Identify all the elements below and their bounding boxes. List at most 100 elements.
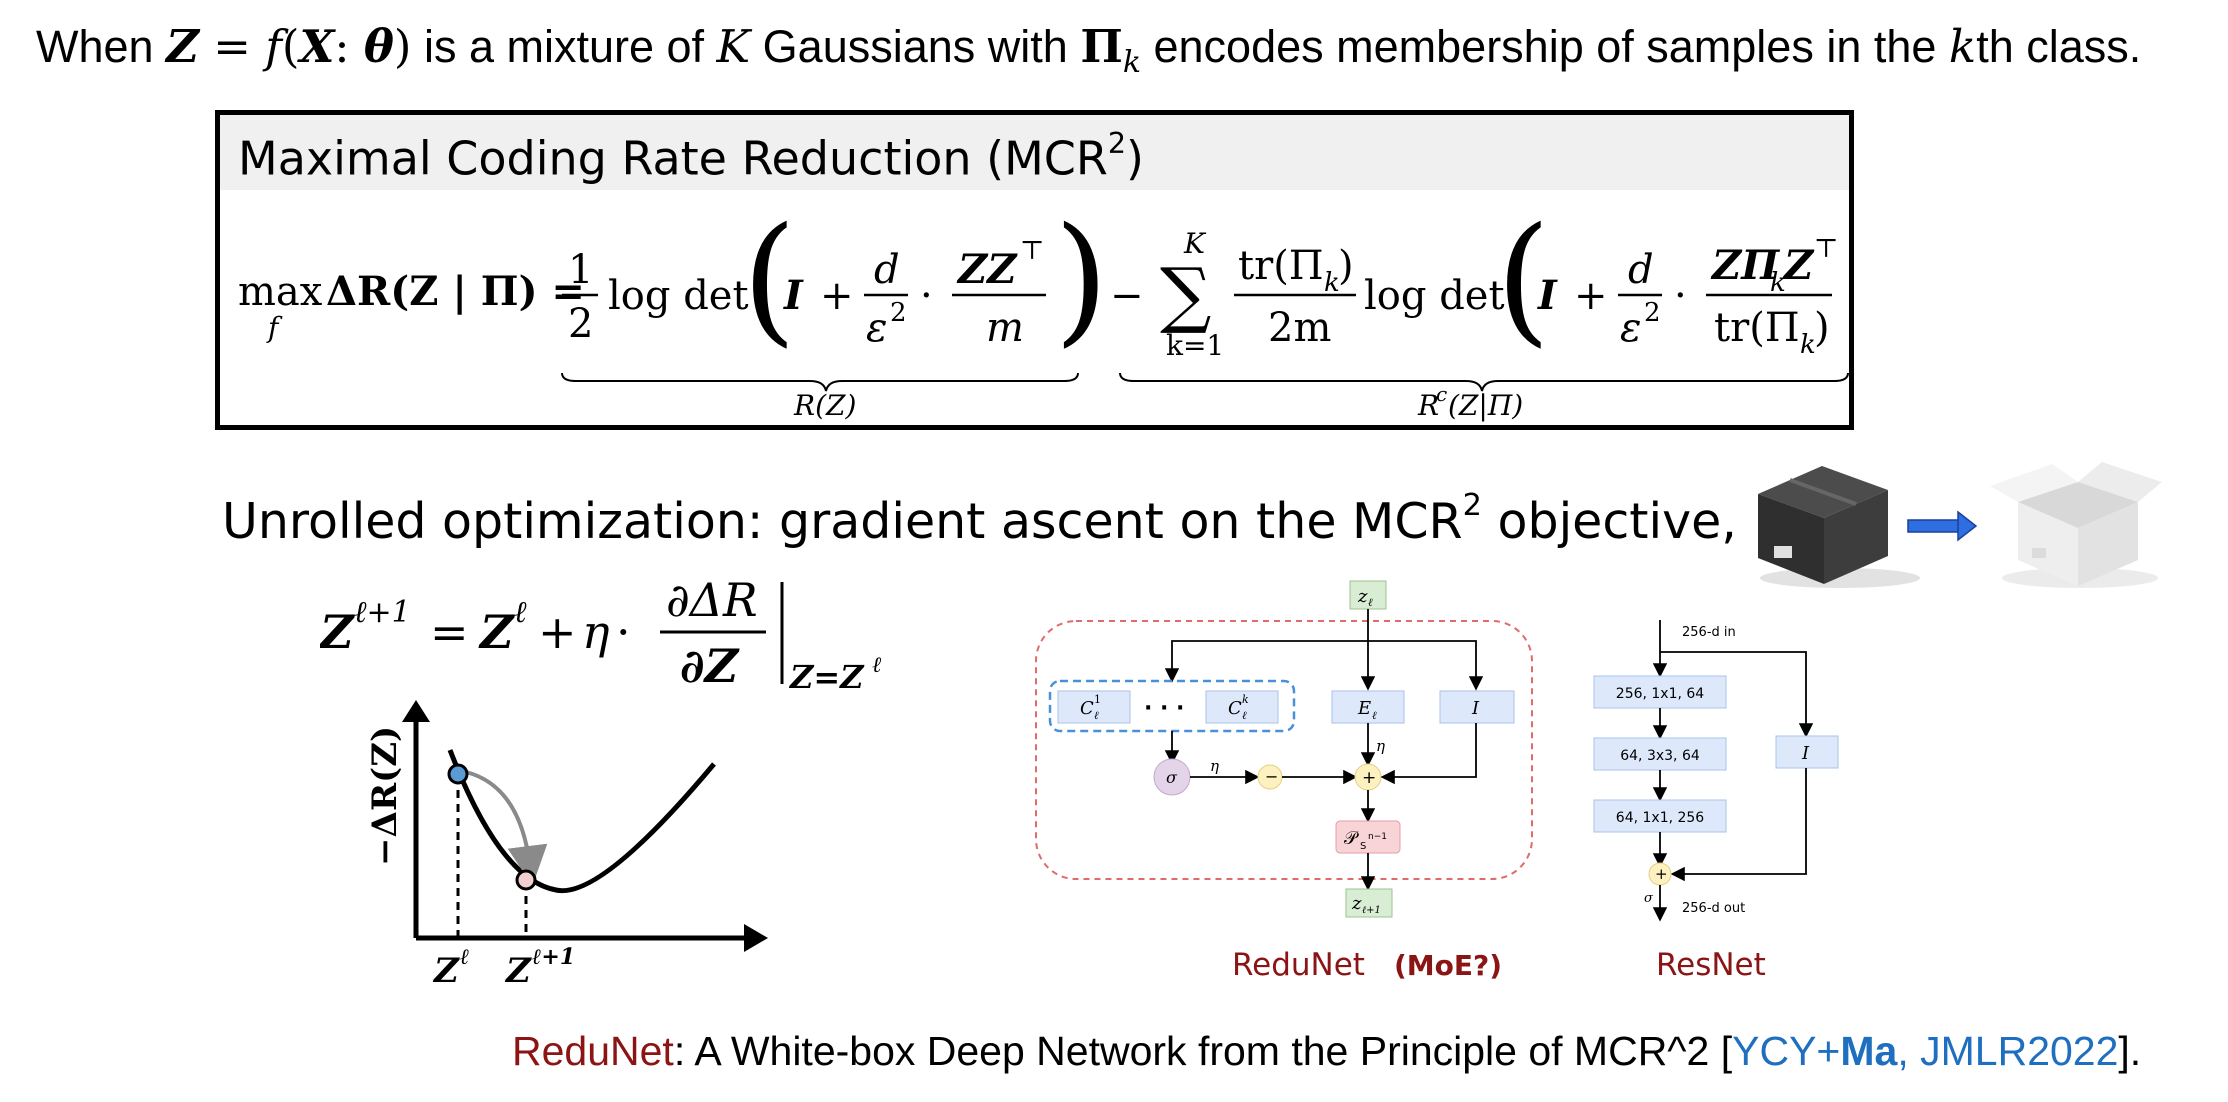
y-axis-label: −ΔR(Z)	[365, 726, 405, 866]
intro-word: Gaussians with	[750, 21, 1081, 72]
plus: +	[1574, 273, 1608, 319]
unrolled-title-sup: 2	[1462, 488, 1482, 523]
underbrace-left-label: R(Z)	[793, 389, 856, 422]
x-tick-2: Z	[504, 951, 532, 991]
expert-dots: · · ·	[1144, 696, 1184, 721]
var-x: X	[299, 20, 335, 73]
identity-I: I	[1537, 272, 1558, 319]
update-den: ∂Z	[680, 639, 740, 693]
x-tick-1-sup: ℓ	[460, 944, 469, 970]
zz-num: ZZ	[956, 246, 1018, 293]
citation-authors[interactable]: YCY+	[1732, 1028, 1841, 1074]
max-subscript: f	[266, 311, 283, 344]
redunet-output-node	[1345, 888, 1393, 918]
expert-c1-sub: ℓ	[1094, 709, 1099, 722]
redunet-moe-label: (MoE?)	[1394, 949, 1502, 982]
eps-sup: 2	[1644, 298, 1661, 328]
eta-label-2: η	[1376, 737, 1385, 755]
x-tick-1: Z	[432, 951, 460, 991]
trpi-sub: k	[1800, 330, 1816, 360]
edge	[1380, 723, 1477, 785]
m-den: m	[986, 305, 1024, 351]
dot: ·	[1674, 273, 1687, 319]
redunet-diagram: z ℓ C 1 ℓ · · · C k ℓ E ℓ I σ η − η + 𝒫 …	[1035, 580, 1533, 983]
redunet-label: ReduNet	[1232, 947, 1365, 983]
expansion-node	[1331, 690, 1405, 724]
tr-num-sub: k	[1324, 268, 1340, 298]
d-num: d	[1628, 247, 1654, 293]
update-dot: ·	[616, 605, 631, 659]
update-lhs-sup: ℓ+1	[354, 595, 411, 630]
plus: +	[820, 273, 854, 319]
step-arrow	[465, 770, 548, 886]
objective-curve	[447, 749, 716, 894]
identity-label: I	[1471, 698, 1480, 719]
tr-den: 2m	[1268, 305, 1331, 351]
mcr-header: Maximal Coding Rate Reduction (MCR2)	[220, 115, 1849, 190]
identity-node	[1439, 690, 1515, 724]
lhs: ΔR(Z | Π) =	[326, 268, 585, 315]
colon: :	[334, 20, 364, 73]
update-z-sup: ℓ	[514, 595, 527, 630]
intro-sentence: When Z = f(X: θ) is a mixture of K Gauss…	[36, 20, 2141, 80]
gradient-plot: −ΔR(Z) Z ℓ Z ℓ+1	[365, 700, 768, 991]
point-current	[447, 763, 469, 785]
half-den: 2	[568, 301, 593, 347]
trpi-den: tr(Π	[1714, 305, 1800, 351]
resnet-layer-2-label: 64, 3x3, 64	[1620, 748, 1700, 764]
resnet-sigma-label: σ	[1644, 891, 1654, 906]
citation-author-ma[interactable]: Ma	[1840, 1028, 1898, 1074]
resnet-plus-label: +	[1655, 865, 1668, 883]
underbrace-right-label-sup: c	[1436, 382, 1447, 406]
redunet-input-sub: ℓ	[1368, 596, 1373, 609]
tr-num-end: )	[1338, 243, 1354, 289]
pi-subscript: k	[1122, 45, 1141, 80]
x-axis-arrow	[744, 924, 768, 952]
mcr-box: Maximal Coding Rate Reduction (MCR2) max…	[215, 110, 1854, 430]
var-z: Z	[166, 20, 199, 73]
unrolled-title: Unrolled optimization: gradient ascent o…	[222, 488, 1737, 550]
projection-label: 𝒫	[1344, 828, 1359, 849]
zpiz-sub: k	[1770, 268, 1786, 298]
edge	[1660, 651, 1814, 738]
logdet: log det	[1364, 273, 1505, 319]
mcr-title-sup: 2	[1107, 127, 1127, 160]
zpiz-sup: ⊤	[1814, 234, 1838, 264]
var-theta: θ	[363, 20, 394, 73]
redunet-output-label: z	[1351, 893, 1362, 914]
eps: ε	[866, 305, 887, 351]
edge	[1670, 768, 1807, 882]
tr-num: tr(Π	[1238, 243, 1324, 289]
resnet-identity-label: I	[1801, 743, 1810, 764]
mcr-formula: max f ΔR(Z | Π) = 1 2 log det ( I + d ε …	[238, 198, 1849, 422]
var-pi: Π	[1080, 20, 1123, 73]
update-lhs: Z	[320, 605, 355, 659]
unrolled-title-end: objective,	[1481, 492, 1737, 550]
eps-sup: 2	[890, 298, 907, 328]
update-eq: =	[430, 605, 469, 659]
update-eta: η	[582, 605, 610, 659]
minus-label: −	[1265, 767, 1278, 786]
max-operator: max	[238, 269, 323, 315]
update-plus: +	[538, 605, 577, 659]
underbrace-right-label-a: R	[1417, 389, 1439, 422]
update-num: ∂ΔR	[666, 573, 758, 627]
edge	[1368, 640, 1484, 691]
resnet-out-label: 256-d out	[1682, 901, 1745, 916]
citation-text: : A White-box Deep Network from the Prin…	[673, 1028, 1733, 1074]
intro-word: th class.	[1976, 21, 2142, 72]
zpiz-z: Z	[1782, 242, 1815, 289]
sum-bottom: k=1	[1166, 329, 1224, 362]
redunet-output-sub: ℓ+1	[1362, 905, 1381, 916]
eta-label-1: η	[1210, 757, 1219, 775]
var-f: f	[265, 20, 282, 73]
paren: )	[393, 20, 412, 73]
citation-venue[interactable]: , JMLR2022	[1897, 1028, 2119, 1074]
expert-ck	[1205, 690, 1279, 724]
d-num: d	[874, 247, 900, 293]
expansion-label: E	[1357, 698, 1371, 719]
point-next	[515, 869, 537, 891]
expert-ck-sub: ℓ	[1242, 709, 1247, 722]
plus-label: +	[1362, 768, 1376, 788]
paren: (	[281, 20, 300, 73]
